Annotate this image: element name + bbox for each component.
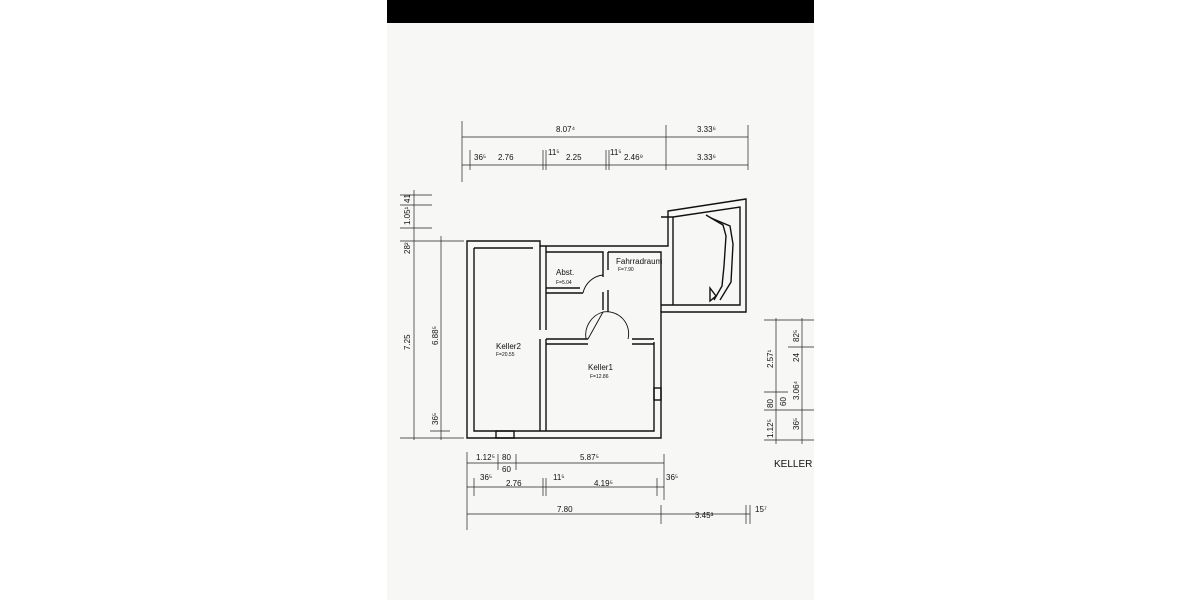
right-dim-4: 3.06⁴ [792,380,801,400]
top-dim-part-1: 36⁵ [474,153,486,162]
room-name-abst: Abst. [556,268,574,277]
bottom-dim-row1-3: 60 [502,465,511,474]
right-dim-6: 60 [779,397,788,406]
left-dimension-labels: 28² 1.05¹ 41 7.25 6.88⁵ 36⁵ [403,194,440,425]
right-dim-7: 1.12⁵ [766,419,775,438]
top-dim-overall-2: 3.33⁶ [697,125,716,134]
right-dim-1: 2.57¹ [766,349,775,368]
right-dim-2: 82⁵ [792,330,801,342]
room-area-keller1: F=12.86 [590,374,609,380]
door-swings [582,274,630,340]
left-dim-outer-3: 41 [403,194,412,203]
bottom-dim-row1-1: 1.12⁵ [476,453,495,462]
room-area-fahrradraum: F=7.90 [618,267,634,273]
top-dim-part-6: 2.46⁹ [624,153,643,162]
bottom-dim-row2-1: 36⁵ [480,473,492,482]
bottom-dim-row1-4: 5.87⁵ [580,453,599,462]
right-dimensions [764,318,814,444]
room-area-abst: F=5.04 [556,280,572,286]
left-dim-outer-1: 28² [403,242,412,254]
bottom-dim-row2-4: 4.19⁵ [594,479,613,488]
right-dim-5: 80 [766,399,775,408]
top-dim-part-4: 2.25 [566,153,582,162]
bottom-dim-row1-2: 80 [502,453,511,462]
bottom-dim-row2-3: 11⁵ [553,473,565,482]
top-dimension-labels: 8.07⁴ 3.33⁶ 36⁵ 2.76 11⁵ 2.25 11⁵ 2.46⁹ … [474,125,716,162]
right-dimension-labels: 2.57¹ 82⁵ 24 3.06⁴ 80 60 1.12⁵ 36⁵ [766,330,801,438]
bottom-dimension-labels: 1.12⁵ 80 60 5.87⁵ 36⁵ 2.76 11⁵ 4.19⁵ 36⁵… [476,453,767,520]
left-dim-overall-1: 7.25 [403,334,412,350]
top-dim-part-7: 3.33⁶ [697,153,716,162]
room-labels: Keller2 F=20.55 Abst. F=5.04 Fahrradraum… [496,257,663,380]
top-dim-overall-1: 8.07⁴ [556,125,576,134]
bottom-dimensions [466,452,751,530]
top-dim-part-3: 11⁵ [548,148,560,157]
walls [466,198,747,439]
room-name-keller2: Keller2 [496,342,521,351]
left-dim-outer-2: 1.05¹ [403,206,412,225]
top-dim-part-5: 11⁵ [610,148,622,157]
top-dimensions [461,121,749,182]
top-dim-part-2: 2.76 [498,153,514,162]
right-dim-3: 24 [792,353,801,362]
black-top-bar [387,0,814,23]
room-name-keller1: Keller1 [588,363,613,372]
bottom-dim-row2-5: 36⁵ [666,473,678,482]
left-dim-overall-2: 6.88⁵ [431,326,440,345]
bottom-dim-row3-1: 7.80 [557,505,573,514]
paper-background [387,0,814,600]
right-dim-8: 36⁵ [792,418,801,430]
bottom-dim-row3-3: 15⁷ [755,505,767,514]
room-area-keller2: F=20.55 [496,352,515,358]
bottom-dim-row3-2: 3.45³ [695,511,714,520]
left-dim-overall-3: 36⁵ [431,413,440,425]
bottom-dim-row2-2: 2.76 [506,479,522,488]
left-dimensions [400,190,464,440]
floor-label: KELLER [774,459,812,470]
room-name-fahrradraum: Fahrradraum [616,257,663,266]
